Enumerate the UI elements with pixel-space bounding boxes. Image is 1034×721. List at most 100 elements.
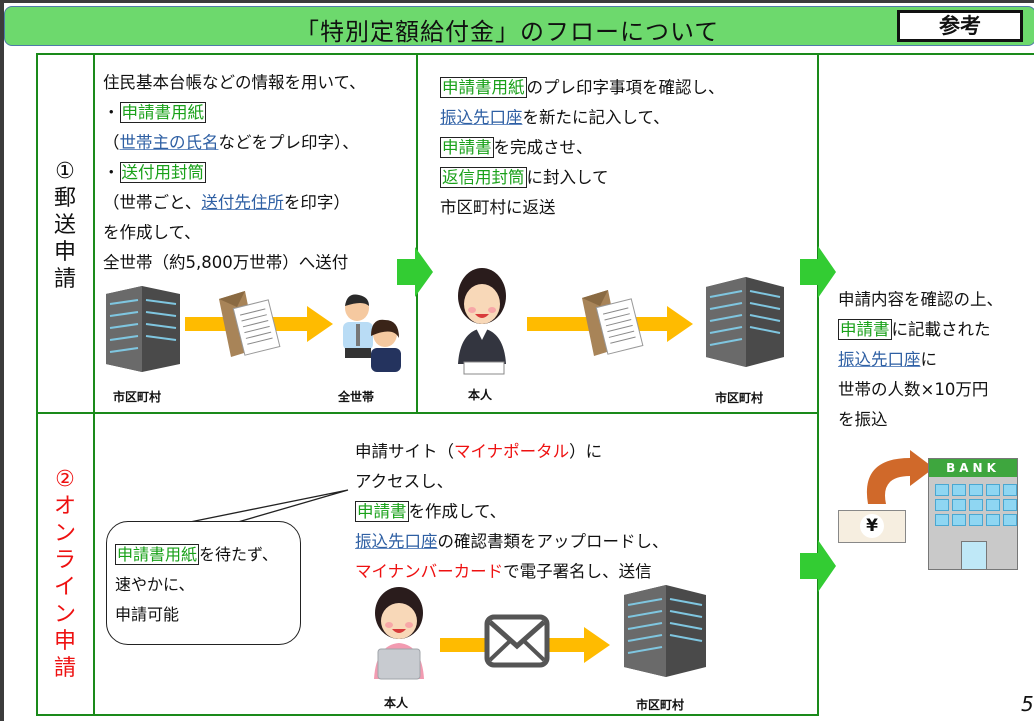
text-line: 返信用封筒に封入して bbox=[440, 163, 725, 193]
envelope-document-icon bbox=[582, 290, 644, 356]
text-line: 振込先口座を新たに記入して、 bbox=[440, 103, 725, 133]
text-span: で電子署名し、送信 bbox=[503, 562, 652, 581]
speech-bubble-tail bbox=[189, 489, 349, 523]
row-label-char: 申 bbox=[53, 629, 76, 654]
text-line: 振込先口座に bbox=[838, 345, 1003, 375]
term-return-envelope: 返信用封筒 bbox=[440, 167, 527, 188]
reference-badge: 参考 bbox=[897, 10, 1023, 42]
caption-municipality: 市区町村 bbox=[113, 390, 162, 404]
window bbox=[935, 484, 949, 496]
text-line: 全世帯（約5,800万世帯）へ送付 bbox=[103, 253, 349, 272]
grid-top-border bbox=[36, 53, 1034, 55]
text-line: ・申請書用紙 bbox=[103, 98, 366, 128]
caption-municipality: 市区町村 bbox=[715, 391, 764, 405]
text-line: 申請書用紙のプレ印字事項を確認し、 bbox=[440, 73, 725, 103]
term-mailing-envelope: 送付用封筒 bbox=[119, 162, 206, 183]
mail-step2-text: 申請書用紙のプレ印字事項を確認し、 振込先口座を新たに記入して、 申請書を完成さ… bbox=[440, 73, 725, 223]
text-line: 住民基本台帳などの情報を用いて、 bbox=[103, 73, 366, 92]
text-line: 世帯の人数×10万円 bbox=[838, 380, 989, 399]
person-writing-icon bbox=[458, 268, 506, 375]
flow-arrow-icon bbox=[800, 246, 836, 298]
link-bank-account[interactable]: 振込先口座 bbox=[838, 350, 921, 369]
window bbox=[1003, 499, 1017, 511]
row-label-mail: ① 郵 送 申 請 bbox=[47, 158, 83, 293]
bank-door bbox=[961, 541, 987, 569]
row-label-online: ② オ ン ラ イ ン 申 請 bbox=[47, 466, 83, 682]
grid-mail-step-divider bbox=[416, 53, 418, 413]
row-label-char: 郵 bbox=[53, 186, 76, 211]
term-application: 申請書 bbox=[355, 501, 409, 522]
bubble-text: 申請書用紙を待たず、 速やかに、 申請可能 bbox=[115, 540, 278, 630]
term-mynumber-card: マイナンバーカード bbox=[355, 562, 504, 581]
window-left-edge bbox=[0, 0, 4, 721]
money-transfer-arrow-icon bbox=[866, 450, 934, 504]
window bbox=[1003, 514, 1017, 526]
caption-all-households: 全世帯 bbox=[338, 390, 375, 404]
window bbox=[986, 499, 1000, 511]
row-label-char: イ bbox=[53, 575, 76, 600]
text-span: 申請サイト（ bbox=[355, 442, 454, 461]
grid-label-divider bbox=[93, 53, 95, 716]
term-application: 申請書 bbox=[440, 137, 494, 158]
result-text: 申請内容を確認の上、 申請書に記載された 振込先口座に 世帯の人数×10万円 を… bbox=[838, 285, 1003, 435]
row-label-char: オ bbox=[53, 494, 76, 519]
caption-applicant: 本人 bbox=[468, 388, 493, 402]
text-line: 市区町村に返送 bbox=[440, 198, 556, 217]
text-line: 申請書に記載された bbox=[838, 315, 1003, 345]
text-line: を作成して、 bbox=[103, 223, 201, 242]
text-span: を待たず、 bbox=[199, 545, 278, 564]
window bbox=[935, 514, 949, 526]
window bbox=[1003, 484, 1017, 496]
row-label-online-number: ② bbox=[55, 467, 75, 492]
bullet: ・ bbox=[103, 163, 120, 182]
link-bank-account[interactable]: 振込先口座 bbox=[355, 532, 438, 551]
window bbox=[986, 484, 1000, 496]
text-span: に bbox=[920, 350, 938, 369]
term-application-form: 申請書用紙 bbox=[119, 102, 206, 123]
text-span: などをプレ印字）、 bbox=[218, 133, 359, 152]
text-line: （世帯主の氏名などをプレ印字）、 bbox=[103, 128, 366, 158]
window bbox=[969, 514, 983, 526]
yen-symbol: ¥ bbox=[860, 514, 884, 538]
grid-result-divider bbox=[817, 53, 819, 716]
text-span: に記載された bbox=[891, 320, 991, 339]
window bbox=[952, 499, 966, 511]
text-line: （世帯ごと、送付先住所を印字） bbox=[103, 188, 366, 218]
caption-applicant: 本人 bbox=[384, 696, 409, 710]
text-span: に封入して bbox=[526, 168, 609, 187]
term-application-form: 申請書用紙 bbox=[115, 544, 200, 565]
row-label-char: 請 bbox=[53, 656, 76, 681]
row-label-mail-number: ① bbox=[55, 159, 75, 184]
term-mynaportal: マイナポータル bbox=[454, 442, 570, 461]
row-label-char: 請 bbox=[53, 267, 76, 292]
online-steps-text: 申請サイト（マイナポータル）に アクセスし、 申請書を作成して、 振込先口座の確… bbox=[355, 437, 669, 587]
text-line: 申請サイト（マイナポータル）に bbox=[355, 437, 669, 467]
text-span: ）に bbox=[569, 442, 603, 461]
page-title: 「特別定額給付金」のフローについて bbox=[295, 18, 720, 46]
text-line: を振込 bbox=[838, 410, 888, 429]
text-line: ・送付用封筒 bbox=[103, 158, 366, 188]
city-hall-building-icon bbox=[106, 286, 180, 372]
text-line: 速やかに、 bbox=[115, 575, 195, 594]
page-number: 5 bbox=[1021, 692, 1034, 716]
text-span: を作成して、 bbox=[408, 502, 507, 521]
city-hall-building-icon bbox=[706, 277, 784, 367]
text-span: を完成させ、 bbox=[493, 138, 593, 157]
window bbox=[952, 484, 966, 496]
link-bank-account[interactable]: 振込先口座 bbox=[440, 108, 523, 127]
window bbox=[969, 499, 983, 511]
text-span: を新たに記入して、 bbox=[522, 108, 670, 127]
window bbox=[969, 484, 983, 496]
window-top-edge bbox=[0, 0, 1034, 3]
text-span: （世帯ごと、 bbox=[103, 193, 202, 212]
text-span: （ bbox=[103, 133, 120, 152]
bank-windows bbox=[929, 477, 1017, 533]
link-householder-name[interactable]: 世帯主の氏名 bbox=[119, 133, 219, 152]
link-mailing-address[interactable]: 送付先住所 bbox=[201, 193, 284, 212]
bank-building-icon: BANK bbox=[928, 458, 1018, 570]
flow-arrow-icon bbox=[800, 540, 836, 592]
mail-step1-text: 住民基本台帳などの情報を用いて、 ・申請書用紙 （世帯主の氏名などをプレ印字）、… bbox=[103, 68, 366, 278]
term-application: 申請書 bbox=[838, 319, 892, 340]
text-line: アクセスし、 bbox=[355, 472, 454, 491]
text-line: 申請可能 bbox=[115, 605, 180, 624]
